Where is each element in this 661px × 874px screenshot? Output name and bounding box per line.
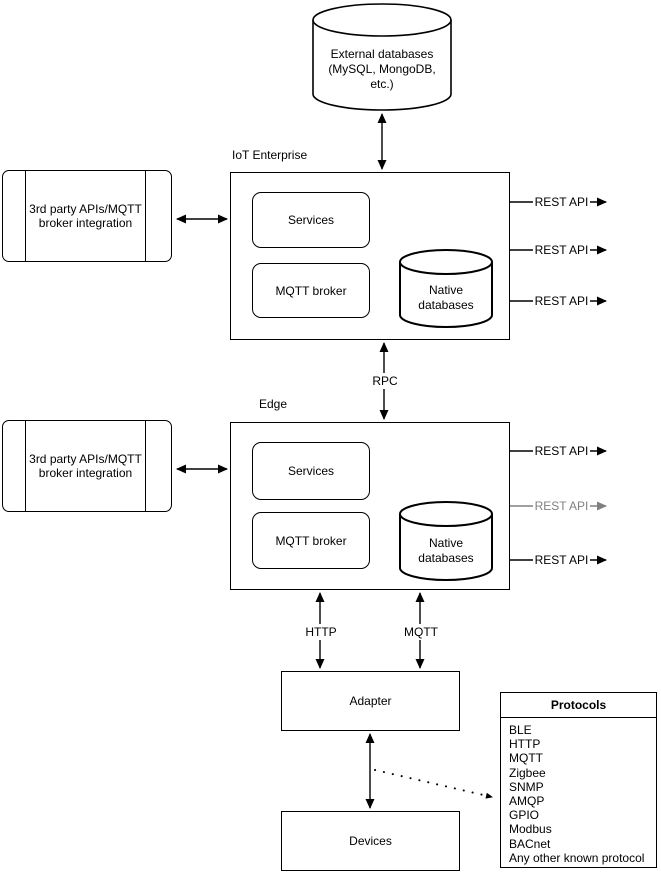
rest-api-label: REST API (533, 293, 590, 309)
mqtt-broker-label-enterprise: MQTT broker (275, 283, 347, 298)
services-box-enterprise: Services (252, 192, 370, 248)
protocol-item: BLE (509, 723, 532, 737)
rpc-label: RPC (367, 373, 403, 389)
protocol-item: MQTT (509, 751, 543, 766)
process-bar-icon (145, 171, 146, 261)
mqtt-broker-box-edge: MQTT broker (252, 512, 370, 569)
rest-api-label: REST API (533, 443, 590, 459)
integration-label-edge: 3rd party APIs/MQTT broker integration (29, 452, 142, 480)
protocols-title: Protocols (501, 693, 656, 718)
iot-enterprise-box (230, 172, 510, 340)
process-bar-icon (145, 421, 146, 511)
protocol-item: BACnet (509, 836, 551, 851)
devices-box: Devices (281, 811, 460, 871)
native-databases-label-enterprise: Native databases (418, 283, 474, 312)
protocol-item: Modbus (509, 822, 552, 837)
protocol-item: SNMP (509, 779, 544, 794)
integration-label-enterprise: 3rd party APIs/MQTT broker integration (29, 202, 142, 230)
mqtt-broker-box-enterprise: MQTT broker (252, 263, 370, 318)
rest-api-label: REST API (533, 552, 590, 568)
external-databases-cylinder (312, 3, 452, 111)
mqtt-broker-label-edge: MQTT broker (275, 533, 347, 548)
protocols-box: Protocols BLE HTTP MQTT Zigbee SNMP AMQP… (500, 692, 657, 868)
external-databases-label: External databases (MySQL, MongoDB, etc.… (328, 47, 436, 91)
rest-api-label: REST API (533, 498, 590, 514)
native-databases-label-edge: Native databases (418, 536, 474, 565)
devices-label: Devices (349, 834, 392, 848)
mqtt-label: MQTT (400, 624, 442, 640)
integration-box-edge: 3rd party APIs/MQTT broker integration (2, 420, 172, 512)
integration-box-enterprise: 3rd party APIs/MQTT broker integration (2, 170, 172, 262)
services-label-enterprise: Services (287, 213, 334, 227)
process-bar-icon (25, 171, 26, 261)
services-label-edge: Services (287, 464, 334, 478)
native-databases-cylinder-edge (399, 501, 493, 581)
edge-title: Edge (259, 397, 288, 411)
protocol-item: GPIO (509, 808, 540, 823)
adapter-label: Adapter (349, 694, 392, 708)
native-databases-cylinder-enterprise (399, 249, 493, 328)
protocol-item: Any other known protocol (509, 850, 645, 865)
protocol-item: AMQP (509, 794, 545, 809)
adapter-box: Adapter (281, 671, 460, 731)
process-bar-icon (25, 421, 26, 511)
protocol-item: Zigbee (509, 765, 546, 780)
services-box-edge: Services (252, 442, 370, 500)
protocols-list: BLE HTTP MQTT Zigbee SNMP AMQP GPIO Modb… (501, 718, 656, 865)
rest-api-label: REST API (533, 194, 590, 210)
protocol-item: HTTP (509, 737, 541, 752)
protocols-link-dotted-line (374, 769, 493, 799)
http-label: HTTP (300, 624, 342, 640)
rest-api-label: REST API (533, 242, 590, 258)
iot-enterprise-title: IoT Enterprise (232, 148, 308, 162)
edge-box (230, 422, 510, 590)
